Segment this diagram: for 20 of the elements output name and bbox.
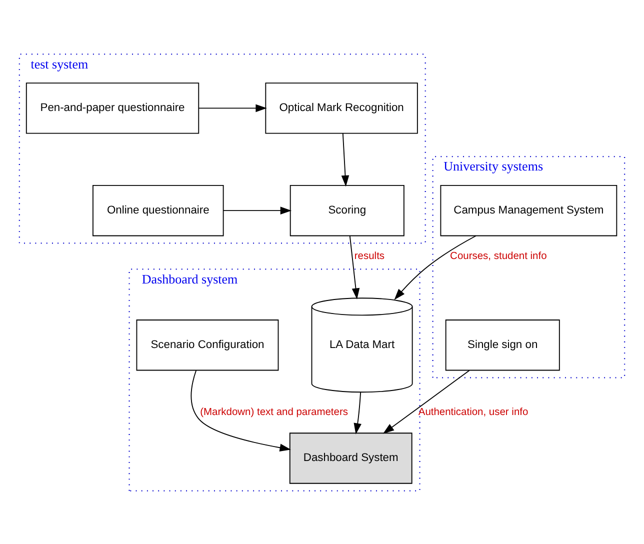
arrow (341, 132, 350, 186)
edge-label: results (354, 250, 385, 262)
arrow (190, 370, 291, 452)
arrow (198, 104, 267, 112)
arrow (382, 370, 470, 434)
arrow (394, 234, 476, 300)
node-box: Pen-and-paper questionnaire (26, 82, 200, 134)
edge-label: Courses, student info (450, 250, 547, 262)
arrow (354, 391, 362, 434)
node-box: Dashboard System (289, 432, 412, 484)
edge-label: (Markdown) text and parameters (200, 406, 348, 418)
node-box: Online questionnaire (92, 184, 224, 236)
edge-label: Authentication, user info (418, 406, 528, 418)
node-box: Scoring (290, 184, 404, 236)
arrow (349, 234, 360, 299)
node-box: Campus Management System (440, 184, 618, 236)
arrow (223, 206, 292, 214)
node-box: Optical Mark Recognition (265, 82, 418, 134)
node-box: Single sign on (445, 319, 560, 370)
node-box: Scenario Configuration (136, 319, 279, 370)
